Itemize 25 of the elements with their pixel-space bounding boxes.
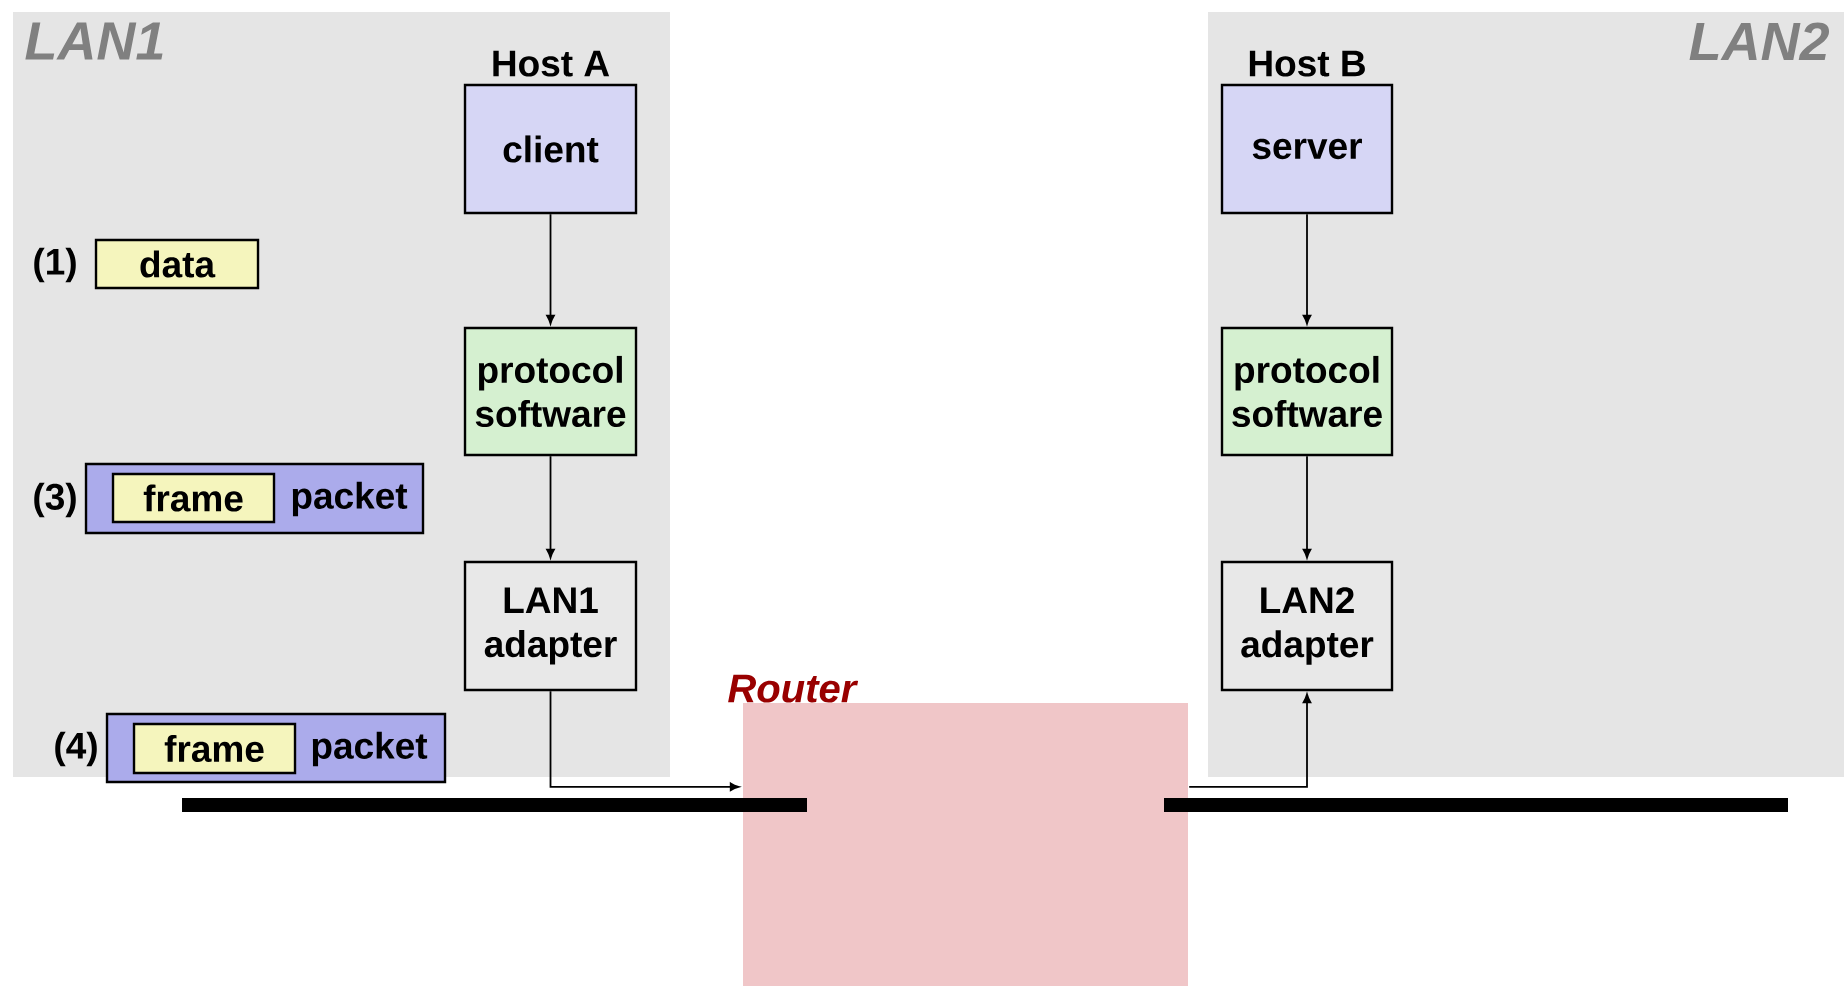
- arrow: [1188, 693, 1312, 788]
- host-label: Host A: [493, 50, 610, 77]
- process-box: client: [463, 83, 638, 215]
- frame-box: frame: [132, 722, 297, 775]
- adapter-box: LAN1 adapter: [463, 560, 638, 692]
- arrow: [549, 690, 740, 792]
- adapter-box: LAN2 adapter: [1220, 560, 1394, 692]
- router-label: Router: [728, 674, 859, 703]
- network-label: LAN1: [25, 22, 163, 60]
- process-box: server: [1220, 83, 1394, 215]
- network-cable: [1164, 798, 1788, 812]
- process-box: protocol software: [1220, 326, 1394, 457]
- network-cable: [182, 798, 807, 812]
- step-number: (3): [34, 482, 76, 518]
- frame-box: frame: [111, 472, 276, 524]
- arrow: [546, 455, 555, 559]
- process-box: protocol software: [463, 326, 638, 457]
- step-number: (4): [55, 731, 97, 767]
- arrow: [1302, 455, 1312, 559]
- host-label: Host B: [1249, 50, 1365, 77]
- network-label: LAN2: [1689, 22, 1830, 61]
- step-number: (1): [34, 247, 76, 283]
- arrow: [1302, 213, 1312, 325]
- data-box: data: [94, 238, 260, 290]
- arrow: [546, 213, 555, 325]
